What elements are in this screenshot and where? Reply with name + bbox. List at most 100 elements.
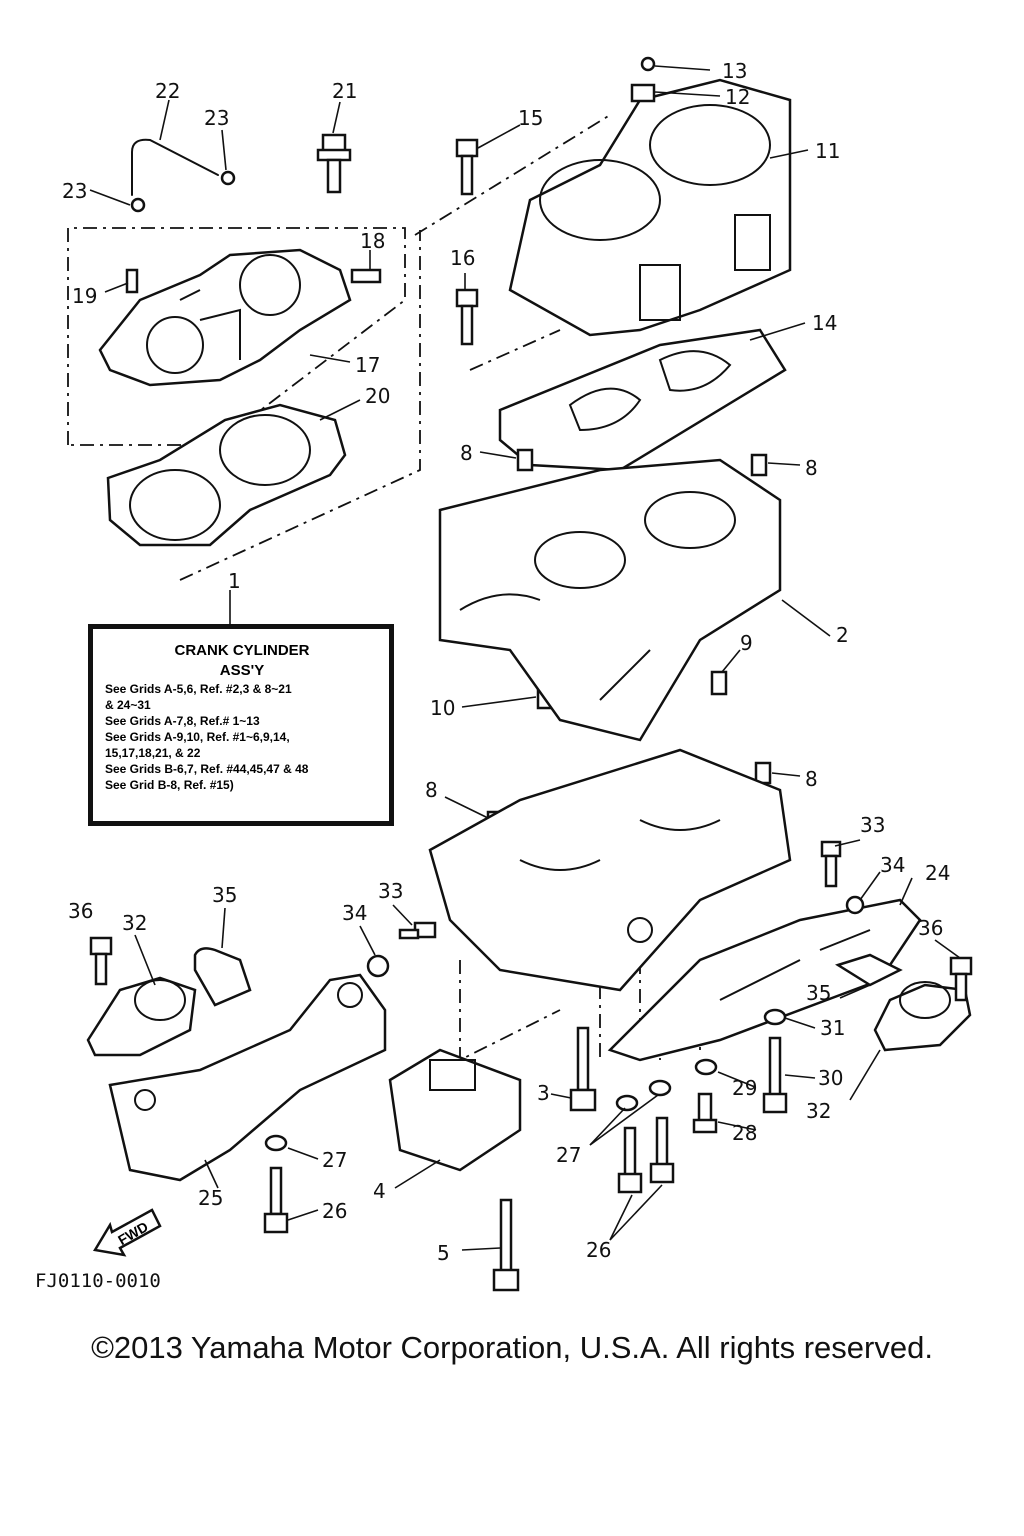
callout-31: 31 [820, 1016, 845, 1040]
bolt-36-right [949, 956, 973, 1002]
bolt-33-right [820, 840, 842, 888]
dowel-8-upper-right [750, 453, 768, 477]
exploded-parts-diagram: FWD [62, 56, 973, 1292]
bolt-21 [316, 133, 352, 194]
leader-lines [89, 65, 961, 1251]
copyright-notice: ©2013 Yamaha Motor Corporation, U.S.A. A… [91, 1330, 933, 1365]
callout-21: 21 [332, 79, 357, 103]
info-box-line: See Grids B-6,7, Ref. #44,45,47 & 48 [105, 762, 309, 776]
callout-34-right: 34 [880, 853, 905, 877]
callout-12: 12 [725, 85, 750, 109]
info-box-line: See Grids A-9,10, Ref. #1~6,9,14, [105, 730, 290, 744]
callout-36-right: 36 [918, 916, 943, 940]
callout-10: 10 [430, 696, 455, 720]
bolt-28 [692, 1092, 718, 1134]
forward-direction-arrow: FWD [92, 1208, 162, 1257]
stopper-35-left [193, 947, 252, 1007]
bolt-3 [569, 1026, 597, 1112]
callout-34-left: 34 [342, 901, 367, 925]
washer-29 [694, 1058, 718, 1076]
callout-22: 22 [155, 79, 180, 103]
callout-28: 28 [732, 1121, 757, 1145]
callout-26-right: 26 [586, 1238, 611, 1262]
bolt-26-right-b [649, 1116, 675, 1184]
callout-16: 16 [450, 246, 475, 270]
callout-36-left: 36 [68, 899, 93, 923]
callout-5: 5 [437, 1241, 450, 1265]
info-box-line: 15,17,18,21, & 22 [105, 746, 201, 760]
hose-clip-upper [220, 170, 236, 186]
callout-17: 17 [355, 353, 380, 377]
bolt-16 [455, 288, 479, 346]
screw-13 [640, 56, 656, 72]
callout-35-left: 35 [212, 883, 237, 907]
callout-23-upper: 23 [204, 106, 229, 130]
crank-cylinder-info-box: CRANK CYLINDER ASS'Y See Grids A-5,6, Re… [88, 624, 394, 826]
callout-26-left: 26 [322, 1199, 347, 1223]
info-box-title-line-2: ASS'Y [219, 662, 265, 679]
callout-23-lower: 23 [62, 179, 87, 203]
callout-35-right: 35 [806, 981, 831, 1005]
upper-crankcase [438, 458, 782, 742]
callout-25: 25 [198, 1186, 223, 1210]
callout-32-right: 32 [806, 1099, 831, 1123]
callout-27-right: 27 [556, 1143, 581, 1167]
pin-19 [125, 268, 139, 294]
breather-hose [131, 138, 219, 196]
dowel-9 [710, 670, 728, 696]
callout-15: 15 [518, 106, 543, 130]
cylinder [508, 78, 792, 337]
callout-27-left: 27 [322, 1148, 347, 1172]
engine-mount-24 [607, 898, 922, 1062]
mount-block-4 [388, 1048, 522, 1172]
sleeve-18 [350, 268, 382, 284]
bolt-5 [492, 1198, 520, 1292]
callout-24: 24 [925, 861, 950, 885]
callout-19: 19 [72, 284, 97, 308]
info-box-line: & 24~31 [105, 698, 151, 712]
callout-2: 2 [836, 623, 849, 647]
callout-11: 11 [815, 139, 840, 163]
callout-13: 13 [722, 59, 747, 83]
washer-27-left [264, 1134, 288, 1152]
bolt-33-left [398, 921, 437, 940]
engine-mount-25 [108, 973, 387, 1182]
bolt-36-left [89, 936, 113, 986]
cylinder-base-gasket [498, 328, 787, 472]
callout-9: 9 [740, 631, 753, 655]
engine-mount-32-left [86, 976, 197, 1057]
callout-32-left: 32 [122, 911, 147, 935]
callout-8-d: 8 [425, 778, 438, 802]
callout-3: 3 [537, 1081, 550, 1105]
cylinder-head-cover [98, 248, 352, 387]
bolt-26-right-a [617, 1126, 643, 1194]
bracket-12 [630, 83, 656, 103]
assembly-line-head [179, 114, 611, 581]
bolt-15 [455, 138, 479, 196]
info-box-title-line-1: CRANK CYLINDER [174, 642, 310, 659]
callout-8-a: 8 [460, 441, 473, 465]
callout-14: 14 [812, 311, 837, 335]
callout-33-right: 33 [860, 813, 885, 837]
callout-29: 29 [732, 1076, 757, 1100]
info-box-line: See Grids A-5,6, Ref. #2,3 & 8~21 [105, 682, 292, 696]
info-box-line: See Grids A-7,8, Ref.# 1~13 [105, 714, 260, 728]
bolt-26-left [263, 1166, 289, 1234]
dowel-8-upper-left [516, 448, 534, 472]
stopper-35-right [835, 953, 903, 987]
washer-31 [763, 1008, 787, 1026]
callout-33-left: 33 [378, 879, 403, 903]
bolt-30 [762, 1036, 788, 1114]
washer-34-right [845, 895, 865, 915]
callout-30: 30 [818, 1066, 843, 1090]
callout-1: 1 [228, 569, 241, 593]
info-box-line: See Grid B-8, Ref. #15) [105, 778, 234, 792]
washer-27-right-b [648, 1079, 672, 1097]
lower-crankcase [428, 748, 792, 992]
washer-34-left [366, 954, 390, 978]
engine-mount-32-right [873, 981, 972, 1052]
callout-18: 18 [360, 229, 385, 253]
callout-8-b: 8 [805, 456, 818, 480]
figure-code: FJ0110-0010 [35, 1270, 161, 1292]
hose-clip-lower [130, 197, 146, 213]
